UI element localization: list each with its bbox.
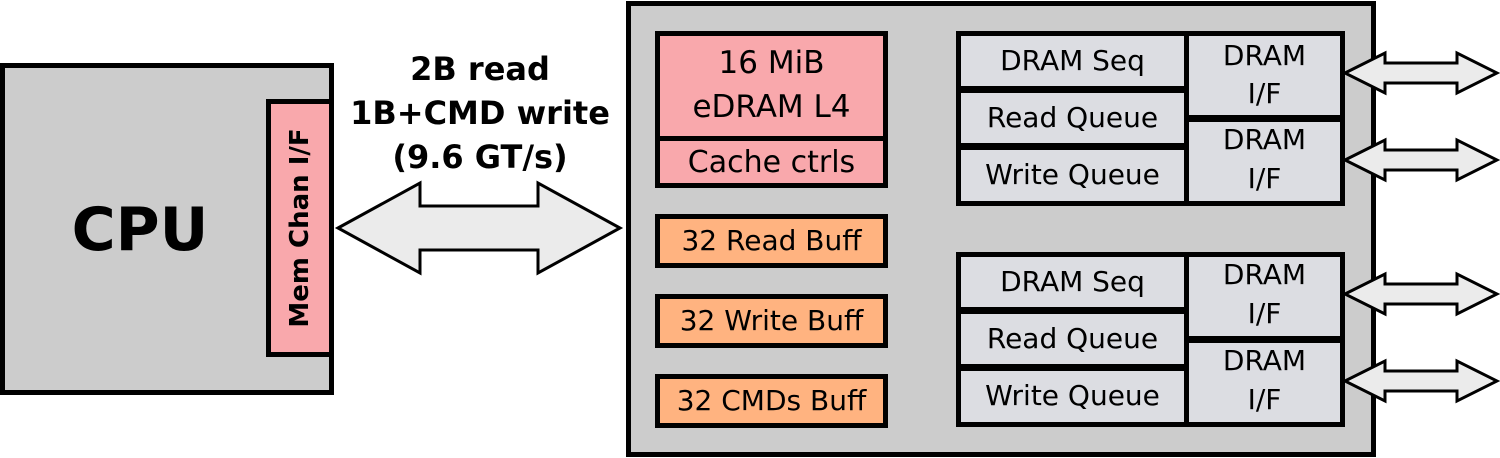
mem-chan-if-block xyxy=(266,99,334,357)
cpu-link-arrow xyxy=(334,180,624,276)
cache-ctrls-block xyxy=(655,136,888,188)
channel-1-dram-if-1-line1: DRAM xyxy=(1222,343,1307,377)
channel-1-write-queue-block xyxy=(956,366,1189,427)
read-buff-block xyxy=(655,214,888,268)
dram-if-arrow-2 xyxy=(1341,271,1500,317)
edram-l4-label: eDRAM L4 xyxy=(692,88,851,125)
dram-if-arrow-1 xyxy=(1341,137,1500,183)
channel-1-dram-if-1-line2: I/F xyxy=(1247,382,1282,416)
link-label-read: 2B read xyxy=(410,50,550,89)
dram-if-arrow-0 xyxy=(1341,50,1500,96)
cmds-buff-label: 32 CMDs Buff xyxy=(676,383,867,417)
link-label-write: 1B+CMD write xyxy=(350,94,610,133)
cache-ctrls-label: Cache ctrls xyxy=(687,144,856,180)
channel-0-write-queue-block xyxy=(956,145,1189,206)
write-buff-block xyxy=(655,294,888,348)
write-buff-label: 32 Write Buff xyxy=(679,303,864,337)
channel-0-dram-if-1-block xyxy=(1184,117,1345,206)
dram-if-arrow-3 xyxy=(1341,358,1500,404)
channel-1-dram-seq-label: DRAM Seq xyxy=(1000,264,1145,298)
channel-0-dram-if-1-line2: I/F xyxy=(1247,161,1282,195)
channel-0-dram-if-1-line1: DRAM xyxy=(1222,122,1307,156)
channel-1-dram-if-0-line1: DRAM xyxy=(1222,257,1307,291)
channel-0-dram-seq-label: DRAM Seq xyxy=(1000,43,1145,77)
channel-0-read-queue-block xyxy=(956,88,1189,148)
channel-1-dram-if-0-line2: I/F xyxy=(1247,296,1282,330)
channel-1-dram-if-1-block xyxy=(1184,338,1345,427)
cpu-label: CPU xyxy=(71,195,209,265)
read-buff-label: 32 Read Buff xyxy=(681,223,862,257)
channel-0-dram-if-0-line2: I/F xyxy=(1247,76,1282,110)
channel-1-dram-if-0-block xyxy=(1184,252,1345,341)
edram-size-label: 16 MiB xyxy=(718,44,825,81)
channel-0-dram-if-0-line1: DRAM xyxy=(1222,38,1307,72)
cmds-buff-block xyxy=(655,374,888,428)
channel-0-write-queue-label: Write Queue xyxy=(985,158,1160,192)
channel-1-write-queue-label: Write Queue xyxy=(985,379,1160,413)
channel-0-read-queue-label: Read Queue xyxy=(986,100,1159,134)
link-label-rate: (9.6 GT/s) xyxy=(392,138,568,177)
channel-1-read-queue-label: Read Queue xyxy=(986,321,1159,355)
